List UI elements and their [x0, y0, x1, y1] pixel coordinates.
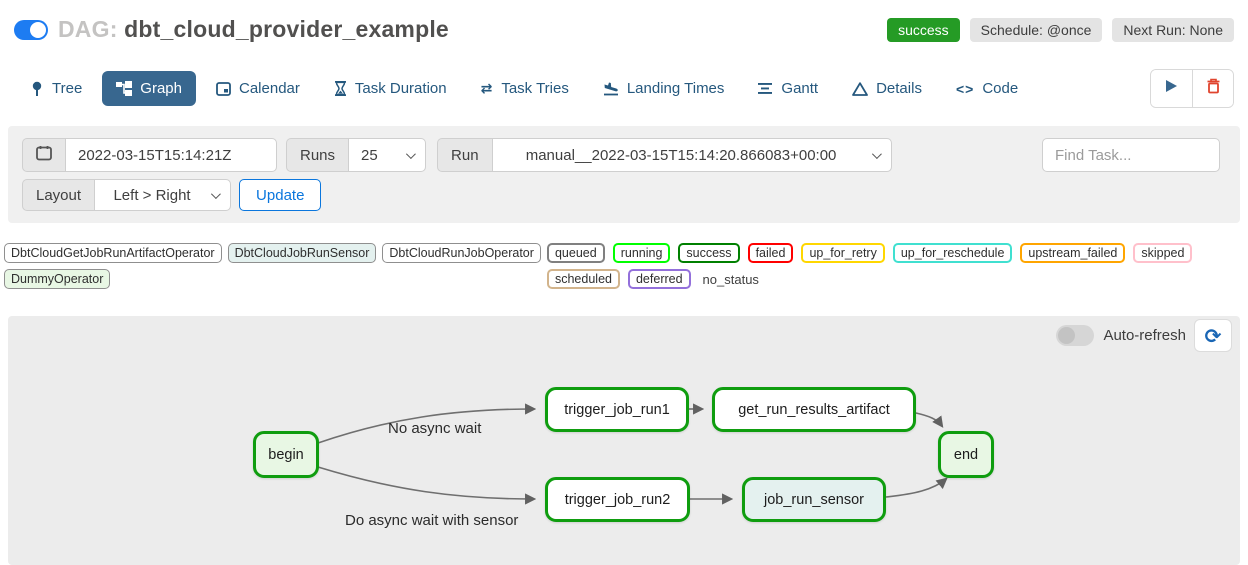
chevron-down-icon: [210, 188, 221, 199]
tab-landing-times[interactable]: Landing Times: [589, 71, 739, 106]
task-node-end[interactable]: end: [938, 431, 994, 478]
graph-edges: [317, 403, 948, 505]
state-badge: success: [678, 243, 740, 263]
auto-refresh-toggle[interactable]: [1056, 325, 1095, 346]
state-no-status: no_status: [702, 271, 759, 287]
gantt-bars-icon: [758, 82, 773, 95]
operator-badge: DbtCloudJobRunSensor: [227, 243, 377, 263]
auto-refresh-control: Auto-refresh: [1056, 325, 1186, 346]
trash-icon: [1206, 78, 1221, 99]
dag-name: dbt_cloud_provider_example: [124, 16, 449, 42]
state-badge: scheduled: [546, 269, 620, 289]
run-value: manual__2022-03-15T15:14:20.866083+00:00: [525, 146, 837, 164]
layout-addon: Layout: [22, 179, 95, 211]
task-node-get-run-results-artifact[interactable]: get_run_results_artifact: [712, 387, 916, 432]
tab-code[interactable]: <> Code: [942, 71, 1032, 106]
dag-graph-canvas[interactable]: No async wait Do async wait with sensor …: [8, 316, 1240, 565]
state-badge: queued: [546, 243, 605, 263]
chevron-down-icon: [405, 148, 416, 159]
dag-actions: [1150, 69, 1234, 108]
task-node-trigger-job-run2[interactable]: trigger_job_run2: [545, 477, 690, 522]
tab-label: Task Tries: [501, 80, 569, 97]
base-date-addon: [22, 138, 65, 172]
refresh-icon: ⟳: [1204, 323, 1222, 348]
tab-label: Landing Times: [626, 80, 725, 97]
auto-refresh-label: Auto-refresh: [1103, 327, 1186, 344]
operator-badge: DbtCloudGetJobRunArtifactOperator: [4, 243, 222, 263]
page-title: DAG: dbt_cloud_provider_example: [58, 16, 449, 43]
tab-task-duration[interactable]: Task Duration: [320, 71, 461, 106]
dag-header: DAG: dbt_cloud_provider_example success …: [0, 0, 1248, 43]
plane-landing-icon: [603, 81, 619, 96]
base-date-input[interactable]: [65, 138, 277, 172]
task-node-trigger-job-run1[interactable]: trigger_job_run1: [545, 387, 689, 432]
state-badge: running: [612, 243, 671, 263]
tab-task-tries[interactable]: ⇄ Task Tries: [467, 71, 583, 106]
tab-tree[interactable]: Tree: [16, 71, 96, 106]
state-badge: up_for_retry: [801, 243, 885, 263]
trigger-dag-button[interactable]: [1151, 70, 1192, 107]
dag-pause-toggle[interactable]: [14, 19, 48, 40]
next-run-badge: Next Run: None: [1112, 17, 1234, 42]
graph-icon: [116, 81, 133, 96]
toggle-knob: [1058, 327, 1076, 344]
tab-calendar[interactable]: Calendar: [202, 71, 314, 106]
state-badge: failed: [747, 243, 794, 263]
tab-label: Tree: [52, 80, 83, 97]
edge-label: No async wait: [388, 420, 482, 437]
triangle-icon: [852, 81, 868, 96]
dag-prefix: DAG:: [58, 16, 118, 42]
state-badge: up_for_reschedule: [892, 243, 1013, 263]
pin-icon: [30, 81, 44, 97]
operator-badge: DummyOperator: [4, 269, 111, 289]
layout-select[interactable]: Left > Right: [94, 179, 232, 211]
play-icon: [1165, 79, 1178, 98]
repeat-icon: ⇄: [480, 80, 494, 96]
run-select[interactable]: manual__2022-03-15T15:14:20.866083+00:00: [491, 138, 892, 172]
state-badge: skipped: [1133, 243, 1193, 263]
tab-graph[interactable]: Graph: [102, 71, 196, 106]
tab-label: Task Duration: [354, 80, 447, 97]
task-node-job-run-sensor[interactable]: job_run_sensor: [742, 477, 886, 522]
toggle-knob: [30, 21, 46, 38]
calendar-icon: [36, 145, 52, 165]
tab-label: Code: [982, 80, 1019, 97]
code-icon: <>: [955, 80, 975, 97]
tab-gantt[interactable]: Gantt: [744, 71, 832, 106]
state-badge: deferred: [627, 269, 691, 289]
chevron-down-icon: [871, 148, 882, 159]
operator-legend: DbtCloudGetJobRunArtifactOperator DbtClo…: [4, 243, 543, 289]
num-runs-select[interactable]: 25: [348, 138, 427, 172]
legend: DbtCloudGetJobRunArtifactOperator DbtClo…: [4, 243, 1238, 289]
tab-label: Graph: [140, 80, 182, 97]
tab-label: Details: [876, 80, 922, 97]
filter-panel: Runs 25 Run manual__2022-03-15T15:14:20.…: [8, 126, 1240, 223]
update-button[interactable]: Update: [239, 179, 322, 211]
delete-dag-button[interactable]: [1192, 70, 1233, 107]
state-badge: upstream_failed: [1020, 243, 1126, 263]
edge-label: Do async wait with sensor: [345, 512, 519, 529]
view-tabbar: Tree Graph Calendar Task Duration ⇄ Task…: [0, 43, 1248, 108]
tab-label: Calendar: [239, 80, 300, 97]
state-legend: queued running success failed up_for_ret…: [546, 243, 1238, 289]
schedule-badge: Schedule: @once: [969, 17, 1103, 42]
hourglass-icon: [334, 81, 347, 96]
tab-details[interactable]: Details: [838, 71, 936, 106]
runs-addon: Runs: [286, 138, 349, 172]
task-node-begin[interactable]: begin: [253, 431, 319, 478]
operator-badge: DbtCloudRunJobOperator: [382, 243, 541, 263]
find-task-input[interactable]: [1042, 138, 1220, 172]
tab-label: Gantt: [781, 80, 819, 97]
refresh-button[interactable]: ⟳: [1194, 319, 1232, 352]
run-addon: Run: [437, 138, 492, 172]
dag-state-badge[interactable]: success: [887, 17, 960, 42]
calendar-icon: [216, 81, 231, 96]
layout-value: Left > Right: [113, 186, 191, 204]
num-runs-value: 25: [361, 146, 378, 164]
